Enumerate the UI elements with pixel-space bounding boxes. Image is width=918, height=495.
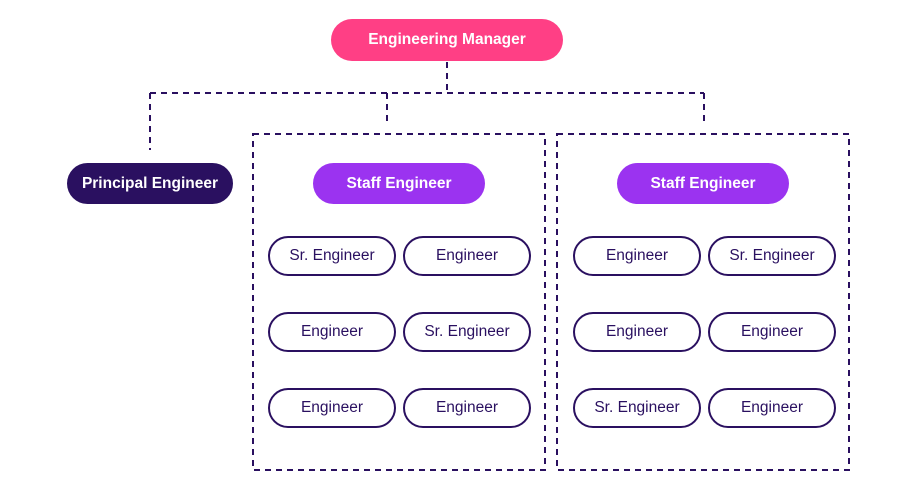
engineer-node: Engineer [573,312,701,352]
engineer-node: Sr. Engineer [268,236,396,276]
engineer-node: Engineer [708,388,836,428]
principal-engineer-node: Principal Engineer [67,163,233,204]
staff-engineer-node-team-1: Staff Engineer [313,163,485,204]
team-2-box [556,133,850,471]
team-1-box [252,133,546,471]
engineer-node: Engineer [708,312,836,352]
engineer-node: Engineer [403,388,531,428]
staff-engineer-node-team-2: Staff Engineer [617,163,789,204]
engineer-node: Sr. Engineer [573,388,701,428]
engineering-manager-node: Engineering Manager [331,19,563,61]
engineer-node: Engineer [268,312,396,352]
engineer-node: Engineer [268,388,396,428]
engineer-node: Engineer [573,236,701,276]
engineer-node: Sr. Engineer [403,312,531,352]
engineer-node: Sr. Engineer [708,236,836,276]
engineer-node: Engineer [403,236,531,276]
